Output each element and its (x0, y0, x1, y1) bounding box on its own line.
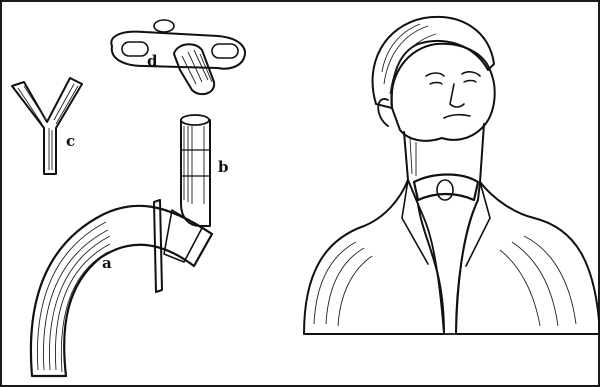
label-b: b (218, 158, 229, 176)
curved-tube (31, 200, 212, 376)
illustration-canvas: c d b a (4, 4, 600, 387)
neck-plate (111, 20, 245, 94)
patient-figure (304, 17, 600, 334)
label-a: a (102, 254, 112, 272)
label-c: c (66, 132, 75, 150)
y-connector (12, 78, 82, 174)
label-d: d (147, 52, 158, 70)
inner-cannula (181, 115, 210, 226)
